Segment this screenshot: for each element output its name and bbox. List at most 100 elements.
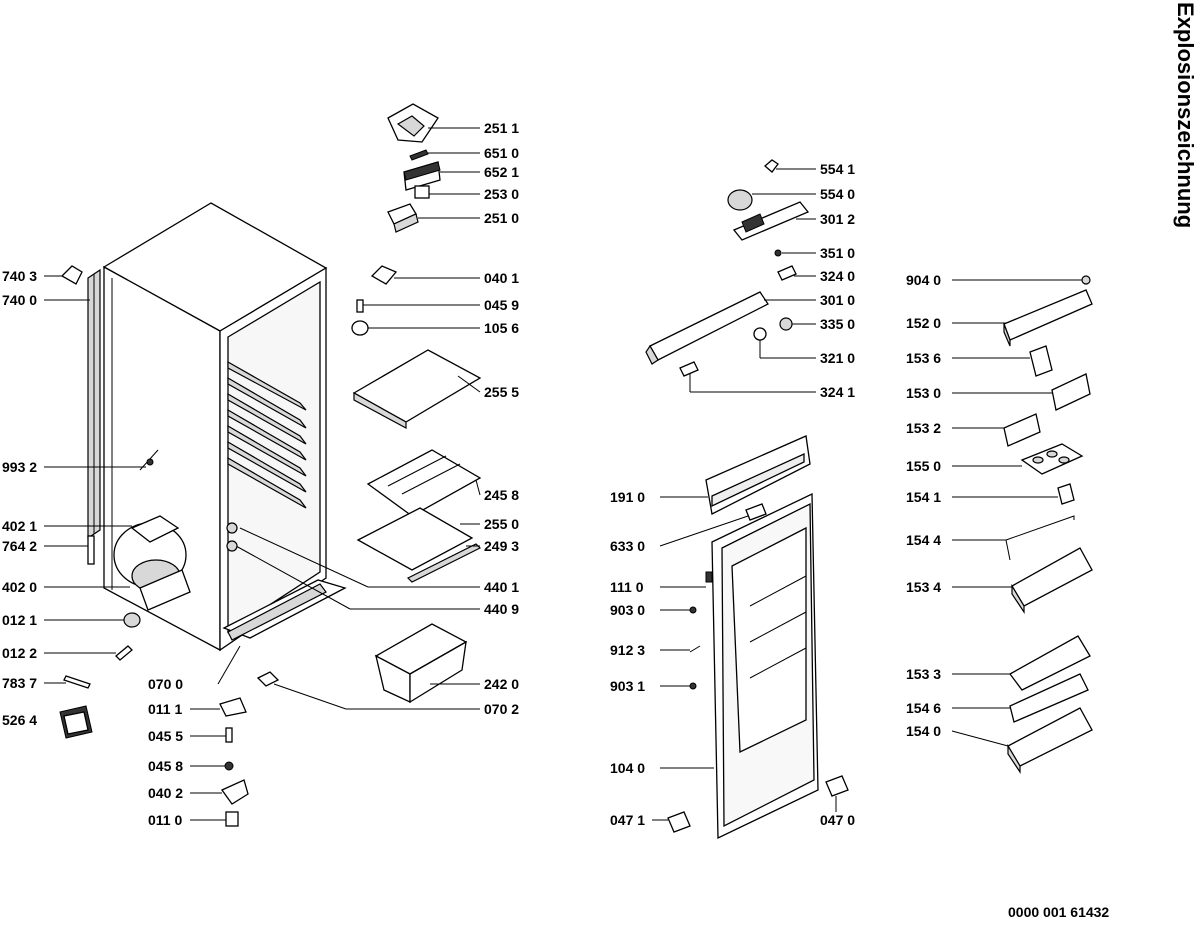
egg-tray-155-0 <box>952 443 1084 475</box>
label-249-3: 249 3 <box>484 538 520 554</box>
bin-152-0 <box>952 289 1093 347</box>
part-301-2 <box>732 201 816 241</box>
label-402-0: 402 0 <box>2 579 38 595</box>
label-191-0: 191 0 <box>610 489 646 505</box>
part-251-1 <box>387 103 480 143</box>
label-324-0: 324 0 <box>820 268 856 284</box>
compressor-area <box>113 515 191 611</box>
label-153-0: 153 0 <box>906 385 942 401</box>
label-105-6: 105 6 <box>484 320 520 336</box>
label-993-2: 993 2 <box>2 459 38 475</box>
part-554-1 <box>764 159 816 173</box>
part-335-0 <box>779 317 816 331</box>
label-740-0: 740 0 <box>2 292 38 308</box>
label-154-1: 154 1 <box>906 489 942 505</box>
label-903-0: 903 0 <box>610 602 646 618</box>
part-045-8 <box>190 761 234 771</box>
bin-154-6 <box>952 673 1089 723</box>
strip-249-3 <box>406 543 482 583</box>
vegetable-crisper-242-0 <box>374 623 480 704</box>
shelf-245-8 <box>366 449 482 517</box>
label-070-0: 070 0 <box>148 676 184 692</box>
label-904-0: 904 0 <box>906 272 942 288</box>
label-045-9: 045 9 <box>484 297 520 313</box>
label-764-2: 764 2 <box>2 538 38 554</box>
label-633-0: 633 0 <box>610 538 646 554</box>
part-153-2 <box>952 413 1041 447</box>
label-153-4: 153 4 <box>906 579 942 595</box>
label-045-5: 045 5 <box>148 728 184 744</box>
part-321-0 <box>753 327 816 359</box>
label-912-3: 912 3 <box>610 642 646 658</box>
label-155-0: 155 0 <box>906 458 942 474</box>
label-047-0: 047 0 <box>820 812 856 828</box>
label-154-6: 154 6 <box>906 700 942 716</box>
label-245-8: 245 8 <box>484 487 520 503</box>
label-153-2: 153 2 <box>906 420 942 436</box>
label-251-0: 251 0 <box>484 210 520 226</box>
part-740-3 <box>60 265 83 285</box>
bottom-trim <box>222 579 347 641</box>
part-040-1 <box>370 265 480 285</box>
diagram-title: Explosionszeichnung <box>1173 2 1198 229</box>
bin-154-0 <box>951 707 1093 774</box>
label-335-0: 335 0 <box>820 316 856 332</box>
glass-plate-255-0 <box>356 507 480 571</box>
label-301-2: 301 2 <box>820 211 856 227</box>
label-111-0: 111 0 <box>610 579 644 595</box>
label-324-1: 324 1 <box>820 384 856 400</box>
label-651-0: 651 0 <box>484 145 520 161</box>
part-251-0 <box>387 203 480 233</box>
part-652-1 <box>403 161 480 191</box>
label-045-8: 045 8 <box>148 758 184 774</box>
label-440-1: 440 1 <box>484 579 520 595</box>
part-045-5 <box>190 727 233 743</box>
part-070-2 <box>256 671 480 710</box>
part-040-2 <box>190 779 249 805</box>
label-554-0: 554 0 <box>820 186 856 202</box>
label-253-0: 253 0 <box>484 186 520 202</box>
part-045-9 <box>356 299 480 313</box>
label-154-4: 154 4 <box>906 532 942 548</box>
label-255-0: 255 0 <box>484 516 520 532</box>
label-104-0: 104 0 <box>610 760 646 776</box>
part-324-0 <box>777 265 816 281</box>
label-740-3: 740 3 <box>2 268 38 284</box>
control-panel-301-0 <box>645 291 816 365</box>
document-number: 0000 001 61432 <box>1008 904 1110 920</box>
label-153-6: 153 6 <box>906 350 942 366</box>
label-012-1: 012 1 <box>2 612 38 628</box>
label-242-0: 242 0 <box>484 676 520 692</box>
part-253-0 <box>414 185 480 199</box>
label-903-1: 903 1 <box>610 678 646 694</box>
bin-153-4 <box>952 547 1093 614</box>
label-011-0: 011 0 <box>148 812 183 828</box>
part-783-7 <box>63 675 91 689</box>
label-011-1: 011 1 <box>148 701 183 717</box>
part-554-0 <box>727 189 816 211</box>
cabinet-shelf-rails <box>227 360 307 509</box>
part-012-2 <box>115 645 133 661</box>
label-251-1: 251 1 <box>484 120 520 136</box>
label-040-2: 040 2 <box>148 785 184 801</box>
label-440-9: 440 9 <box>484 601 520 617</box>
label-047-1: 047 1 <box>610 812 646 828</box>
label-321-0: 321 0 <box>820 350 856 366</box>
condenser-740-0 <box>87 268 101 540</box>
part-011-1 <box>190 697 247 717</box>
door-104-0 <box>711 492 819 840</box>
label-526-4: 526 4 <box>2 712 38 728</box>
part-324-1 <box>679 361 816 393</box>
part-651-0 <box>409 149 480 161</box>
part-154-1 <box>952 483 1075 505</box>
door-gasket-191-0 <box>705 435 811 515</box>
part-633-0 <box>745 503 767 521</box>
label-652-1: 652 1 <box>484 164 520 180</box>
label-154-0: 154 0 <box>906 723 942 739</box>
glass-shelf-255-5 <box>352 349 482 430</box>
part-105-6 <box>351 320 480 336</box>
label-012-2: 012 2 <box>2 645 38 661</box>
part-153-0 <box>952 373 1091 411</box>
